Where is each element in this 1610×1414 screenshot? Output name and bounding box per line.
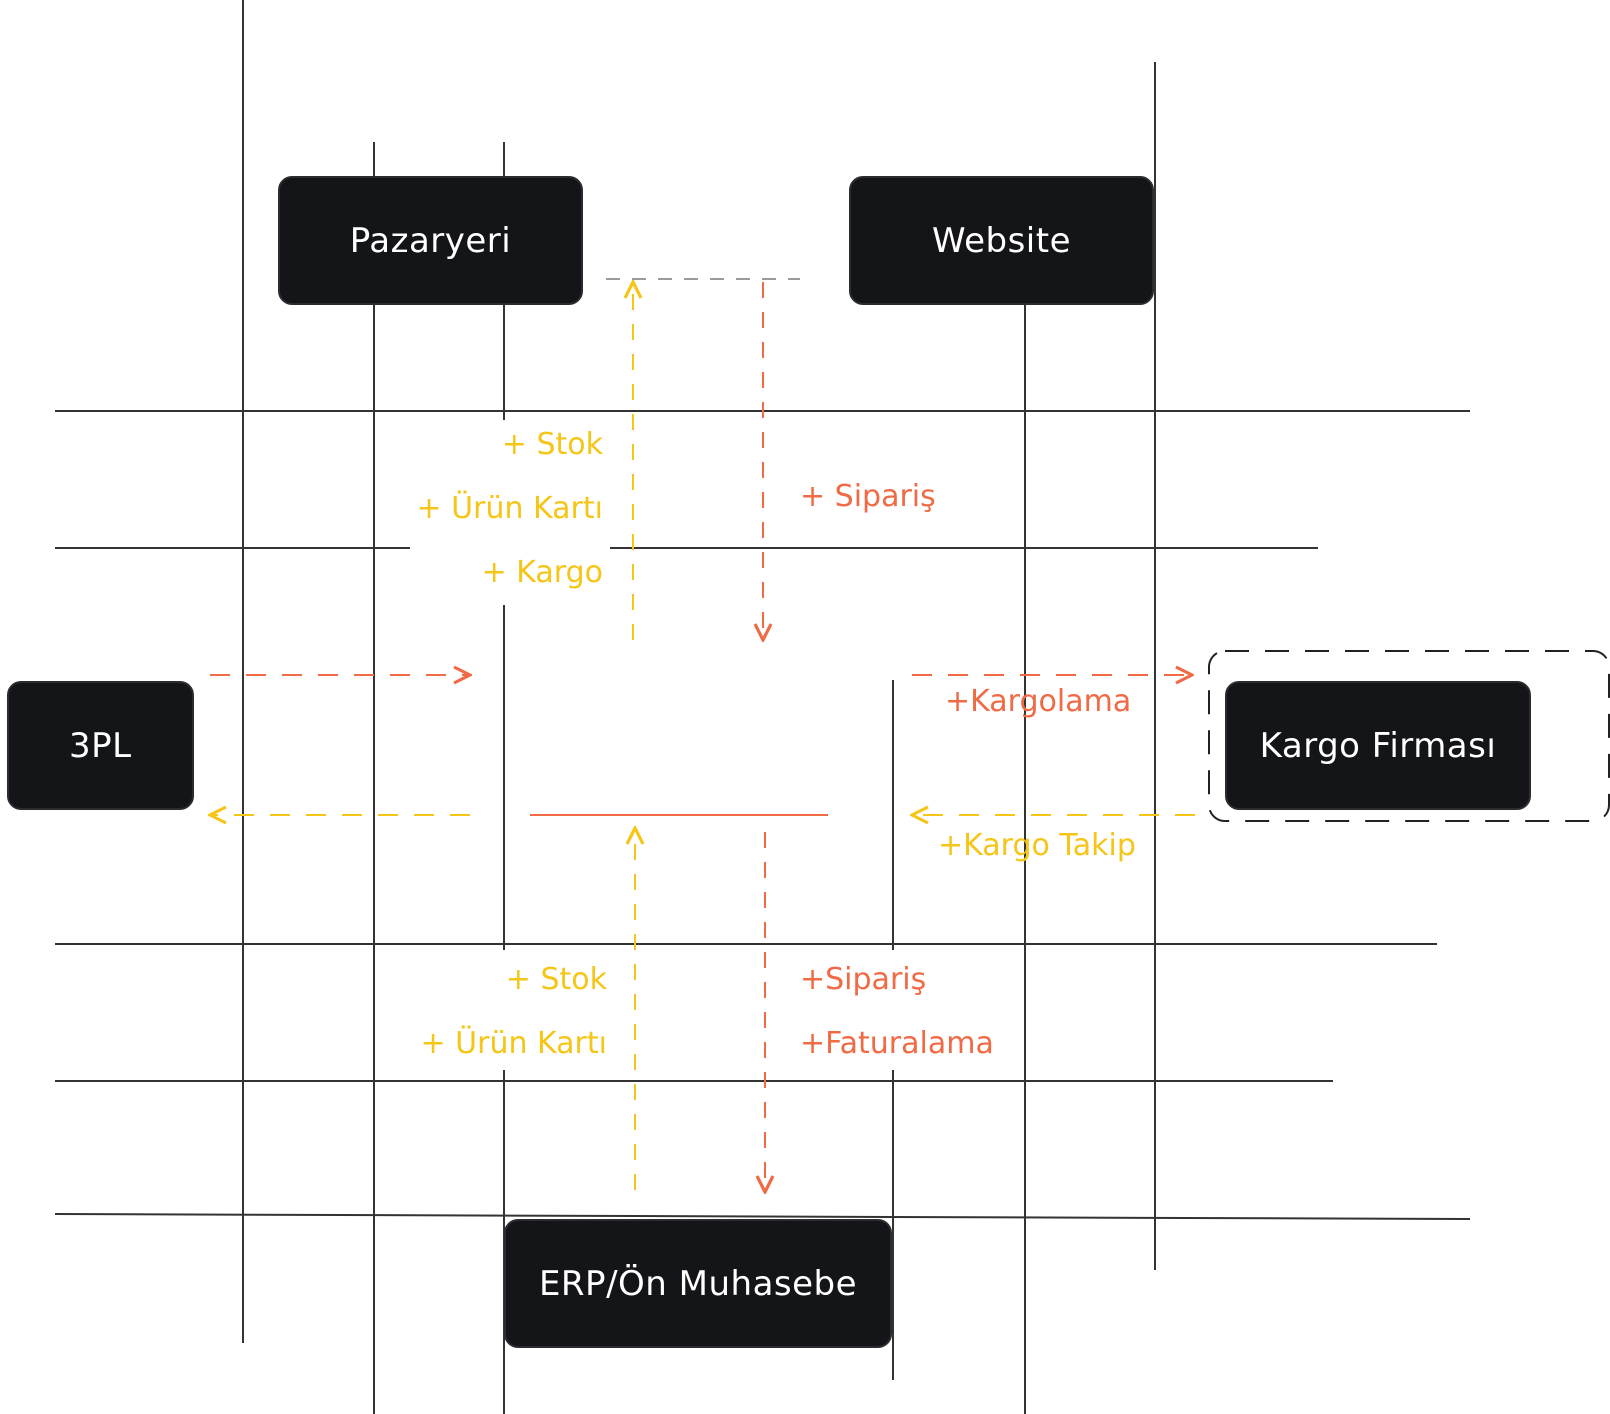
label-kargo-takip: +Kargo Takip	[938, 828, 1136, 863]
label-top-kargo: + Kargo	[481, 555, 603, 590]
node-website-label: Website	[931, 220, 1072, 261]
backdrop-top-labels	[410, 420, 610, 605]
node-3pl-label: 3PL	[69, 725, 132, 766]
label-bottom-stok: + Stok	[505, 962, 607, 997]
label-bottom-urun-karti: + Ürün Kartı	[420, 1026, 608, 1061]
node-kargo-firmasi: Kargo Firması	[1225, 681, 1531, 810]
backdrop-center	[505, 650, 890, 820]
backdrop-siparis-top	[795, 470, 945, 530]
backdrop-bottom-right	[795, 950, 995, 1070]
node-pazaryeri-label: Pazaryeri	[349, 220, 512, 261]
label-bottom-siparis: +Sipariş	[800, 962, 927, 997]
grid-h-5	[54, 1213, 1471, 1220]
label-top-urun-karti: + Ürün Kartı	[416, 491, 604, 526]
node-website: Website	[849, 176, 1154, 305]
node-pazaryeri: Pazaryeri	[278, 176, 583, 305]
kargo-dashed-frame	[1208, 650, 1610, 822]
backdrop-bottom-labels	[415, 950, 615, 1070]
label-top-stok: + Stok	[501, 427, 603, 462]
node-3pl: 3PL	[7, 681, 194, 810]
node-kargo-firmasi-label: Kargo Firması	[1259, 725, 1497, 766]
label-kargolama: +Kargolama	[945, 684, 1132, 719]
label-top-siparis: + Sipariş	[800, 479, 936, 514]
label-faturalama: +Faturalama	[800, 1026, 994, 1061]
node-erp-label: ERP/Ön Muhasebe	[538, 1263, 858, 1304]
node-erp: ERP/Ön Muhasebe	[504, 1219, 892, 1348]
